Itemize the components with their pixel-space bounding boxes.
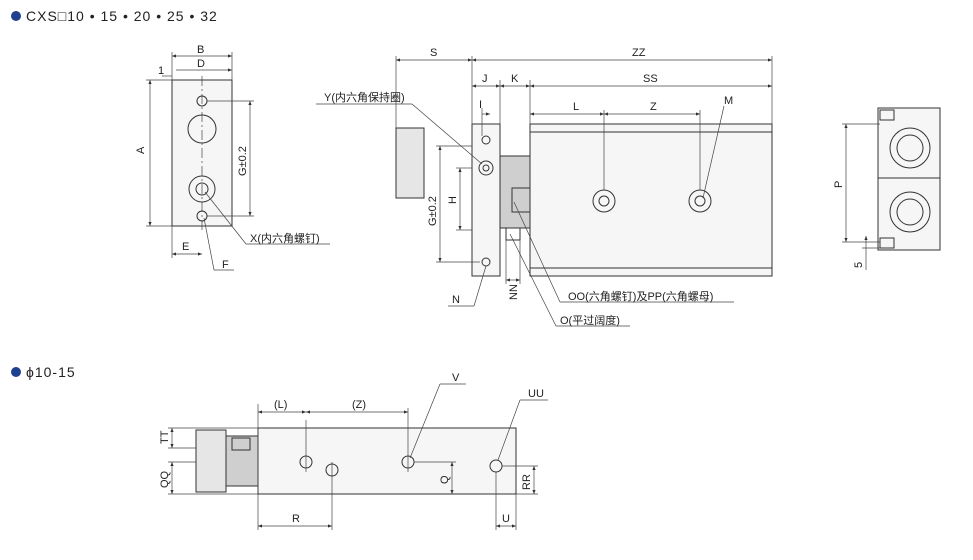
label-P: P — [833, 181, 845, 188]
label-K: K — [511, 73, 519, 85]
size-range-heading: ϕ10-15 — [26, 364, 76, 380]
label-SS: SS — [643, 73, 658, 85]
label-I: I — [479, 99, 482, 111]
label-QQ: QQ — [159, 470, 171, 488]
label-L-paren: (L) — [274, 399, 287, 411]
label-Z-paren: (Z) — [352, 399, 366, 411]
label-M: M — [724, 95, 733, 107]
label-Q: Q — [439, 475, 451, 484]
label-L: L — [573, 101, 579, 113]
label-N: N — [452, 294, 460, 306]
series-heading: CXS□10 • 15 • 20 • 25 • 32 — [26, 8, 218, 24]
bullet-icon — [11, 367, 21, 377]
small-bore-view: (L) (Z) V UU TT QQ Q RR R U — [159, 372, 548, 530]
label-G: G±0.2 — [237, 146, 249, 176]
port-end-view: P 5 — [833, 107, 941, 270]
label-A: A — [135, 146, 147, 154]
label-O: O(平过阔度) — [560, 313, 620, 327]
label-1: 1 — [158, 65, 164, 77]
label-X: X(内六角螺钉) — [250, 231, 320, 245]
label-H: H — [447, 196, 459, 204]
label-S: S — [430, 47, 437, 59]
label-U: U — [502, 513, 510, 525]
label-E: E — [182, 241, 189, 253]
end-plate-view: B D 1 A G±0.2 E F X(内六角螺钉) — [135, 44, 330, 271]
label-Z: Z — [650, 101, 657, 113]
label-J: J — [482, 73, 488, 85]
side-view: S ZZ J K SS I L Z M Y(内六角保持圈) G±0.2 H — [316, 47, 773, 327]
label-G-side: G±0.2 — [427, 196, 439, 226]
label-V: V — [452, 372, 460, 384]
label-ZZ: ZZ — [632, 47, 646, 59]
label-TT: TT — [159, 430, 171, 444]
label-Y: Y(内六角保持圈) — [324, 90, 405, 104]
label-OO: OO(六角螺钉)及PP(六角螺母) — [568, 290, 713, 303]
label-NN: NN — [508, 284, 520, 300]
bullet-icon — [11, 11, 21, 21]
label-B: B — [197, 44, 204, 56]
label-F: F — [222, 259, 229, 271]
label-R: R — [292, 513, 300, 525]
label-5: 5 — [853, 262, 865, 268]
label-D: D — [197, 58, 205, 70]
label-RR: RR — [521, 474, 533, 490]
label-UU: UU — [528, 388, 544, 400]
